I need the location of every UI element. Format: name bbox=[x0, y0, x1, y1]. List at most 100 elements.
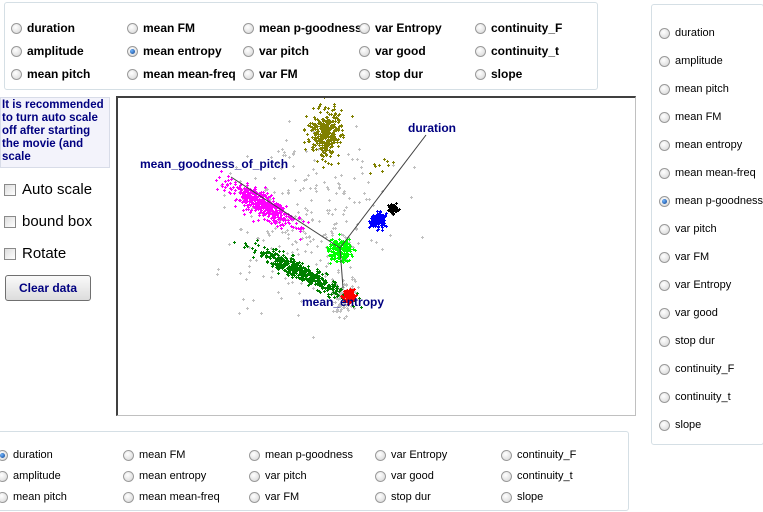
radio-duration[interactable]: duration bbox=[659, 27, 715, 39]
radio-stop-dur[interactable]: stop dur bbox=[659, 335, 715, 347]
radio-mean-pitch[interactable]: mean pitch bbox=[659, 83, 729, 95]
radio-button-icon[interactable] bbox=[123, 491, 134, 503]
radio-button-icon[interactable] bbox=[659, 363, 670, 375]
radio-stop-dur[interactable]: stop dur bbox=[375, 491, 431, 503]
radio-mean-mean-freq[interactable]: mean mean-freq bbox=[127, 67, 236, 81]
radio-slope[interactable]: slope bbox=[659, 419, 701, 431]
radio-button-icon[interactable] bbox=[359, 22, 370, 34]
radio-var-entropy[interactable]: var Entropy bbox=[375, 449, 447, 461]
radio-button-icon[interactable] bbox=[243, 22, 254, 34]
radio-mean-p-goodness[interactable]: mean p-goodness bbox=[249, 449, 353, 461]
radio-button-icon[interactable] bbox=[659, 195, 670, 207]
radio-button-icon[interactable] bbox=[475, 22, 486, 34]
radio-mean-pitch[interactable]: mean pitch bbox=[0, 491, 67, 503]
auto-scale-checkbox[interactable]: Auto scale bbox=[4, 181, 92, 198]
radio-amplitude[interactable]: amplitude bbox=[0, 470, 61, 482]
radio-button-icon[interactable] bbox=[249, 491, 260, 503]
radio-mean-fm[interactable]: mean FM bbox=[123, 449, 185, 461]
radio-button-icon[interactable] bbox=[11, 22, 22, 34]
radio-button-icon[interactable] bbox=[659, 111, 670, 123]
radio-button-icon[interactable] bbox=[659, 419, 670, 431]
radio-button-icon[interactable] bbox=[475, 68, 486, 80]
radio-button-icon[interactable] bbox=[659, 223, 670, 235]
radio-amplitude[interactable]: amplitude bbox=[659, 55, 723, 67]
checkbox-box[interactable] bbox=[4, 247, 16, 260]
radio-amplitude[interactable]: amplitude bbox=[11, 44, 84, 58]
radio-button-icon[interactable] bbox=[659, 27, 670, 39]
radio-slope[interactable]: slope bbox=[475, 67, 522, 81]
checkbox-box[interactable] bbox=[4, 183, 16, 196]
radio-mean-p-goodness[interactable]: mean p-goodness bbox=[659, 195, 763, 207]
bound-box-checkbox[interactable]: bound box bbox=[4, 213, 92, 230]
radio-button-icon[interactable] bbox=[659, 279, 670, 291]
radio-mean-pitch[interactable]: mean pitch bbox=[11, 67, 90, 81]
radio-button-icon[interactable] bbox=[243, 45, 254, 57]
radio-var-fm[interactable]: var FM bbox=[659, 251, 709, 263]
radio-button-icon[interactable] bbox=[659, 139, 670, 151]
radio-button-icon[interactable] bbox=[123, 470, 134, 482]
radio-button-icon[interactable] bbox=[11, 68, 22, 80]
radio-var-entropy[interactable]: var Entropy bbox=[659, 279, 731, 291]
radio-label: mean FM bbox=[143, 21, 196, 35]
radio-mean-mean-freq[interactable]: mean mean-freq bbox=[659, 167, 756, 179]
radio-button-icon[interactable] bbox=[375, 449, 386, 461]
radio-var-pitch[interactable]: var pitch bbox=[659, 223, 717, 235]
radio-continuity-t[interactable]: continuity_t bbox=[475, 44, 559, 58]
radio-continuity-f[interactable]: continuity_F bbox=[475, 21, 562, 35]
radio-button-icon[interactable] bbox=[127, 45, 138, 57]
radio-button-icon[interactable] bbox=[375, 491, 386, 503]
radio-button-icon[interactable] bbox=[659, 335, 670, 347]
radio-button-icon[interactable] bbox=[375, 470, 386, 482]
radio-button-icon[interactable] bbox=[659, 83, 670, 95]
radio-button-icon[interactable] bbox=[659, 167, 670, 179]
radio-button-icon[interactable] bbox=[123, 449, 134, 461]
radio-button-icon[interactable] bbox=[501, 470, 512, 482]
radio-button-icon[interactable] bbox=[659, 55, 670, 67]
radio-button-icon[interactable] bbox=[11, 45, 22, 57]
radio-continuity-f[interactable]: continuity_F bbox=[501, 449, 576, 461]
radio-slope[interactable]: slope bbox=[501, 491, 543, 503]
radio-mean-entropy[interactable]: mean entropy bbox=[659, 139, 742, 151]
radio-mean-entropy[interactable]: mean entropy bbox=[123, 470, 206, 482]
radio-continuity-t[interactable]: continuity_t bbox=[659, 391, 731, 403]
radio-button-icon[interactable] bbox=[501, 491, 512, 503]
radio-button-icon[interactable] bbox=[659, 251, 670, 263]
radio-button-icon[interactable] bbox=[475, 45, 486, 57]
radio-stop-dur[interactable]: stop dur bbox=[359, 67, 423, 81]
radio-button-icon[interactable] bbox=[249, 449, 260, 461]
radio-button-icon[interactable] bbox=[0, 491, 8, 503]
radio-var-good[interactable]: var good bbox=[375, 470, 434, 482]
checkbox-box[interactable] bbox=[4, 215, 16, 228]
rotate-checkbox[interactable]: Rotate bbox=[4, 245, 66, 262]
radio-button-icon[interactable] bbox=[659, 391, 670, 403]
radio-button-icon[interactable] bbox=[501, 449, 512, 461]
radio-var-good[interactable]: var good bbox=[359, 44, 426, 58]
radio-var-entropy[interactable]: var Entropy bbox=[359, 21, 442, 35]
radio-mean-fm[interactable]: mean FM bbox=[127, 21, 195, 35]
radio-button-icon[interactable] bbox=[359, 45, 370, 57]
radio-continuity-f[interactable]: continuity_F bbox=[659, 363, 734, 375]
data-cluster-0 bbox=[216, 120, 424, 339]
radio-button-icon[interactable] bbox=[359, 68, 370, 80]
radio-button-icon[interactable] bbox=[243, 68, 254, 80]
radio-var-fm[interactable]: var FM bbox=[249, 491, 299, 503]
radio-mean-fm[interactable]: mean FM bbox=[659, 111, 721, 123]
radio-var-fm[interactable]: var FM bbox=[243, 67, 298, 81]
radio-duration[interactable]: duration bbox=[11, 21, 75, 35]
radio-button-icon[interactable] bbox=[127, 68, 138, 80]
radio-duration[interactable]: duration bbox=[0, 449, 53, 461]
radio-button-icon[interactable] bbox=[659, 307, 670, 319]
radio-var-pitch[interactable]: var pitch bbox=[243, 44, 309, 58]
radio-button-icon[interactable] bbox=[249, 470, 260, 482]
scatter-3d-plot[interactable]: duration mean_goodness_of_pitch mean_ent… bbox=[116, 96, 636, 416]
clear-data-button[interactable]: Clear data bbox=[5, 275, 91, 301]
radio-mean-entropy[interactable]: mean entropy bbox=[127, 44, 222, 58]
radio-var-good[interactable]: var good bbox=[659, 307, 718, 319]
radio-button-icon[interactable] bbox=[0, 470, 8, 482]
radio-var-pitch[interactable]: var pitch bbox=[249, 470, 307, 482]
radio-mean-mean-freq[interactable]: mean mean-freq bbox=[123, 491, 220, 503]
radio-button-icon[interactable] bbox=[127, 22, 138, 34]
radio-mean-p-goodness[interactable]: mean p-goodness bbox=[243, 21, 362, 35]
radio-continuity-t[interactable]: continuity_t bbox=[501, 470, 573, 482]
radio-button-icon[interactable] bbox=[0, 449, 8, 461]
